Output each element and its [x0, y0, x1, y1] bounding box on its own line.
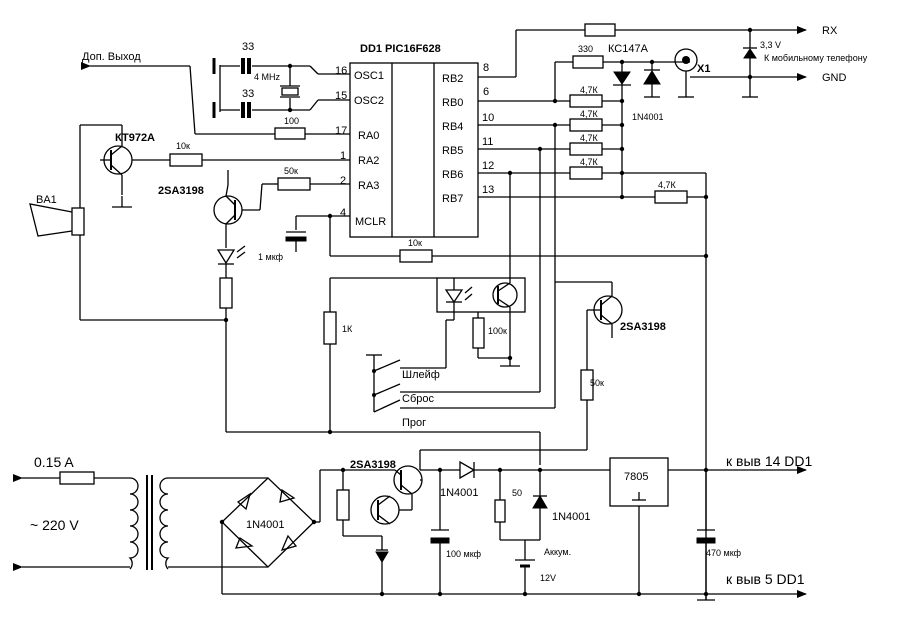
pin-rb4-name: RB4 [442, 121, 463, 133]
pin5-label: к выв 5 DD1 [726, 571, 805, 587]
rx-label: RX [822, 25, 838, 37]
pin-2-num: 2 [340, 175, 346, 187]
pin-osc2-name: OSC2 [354, 95, 384, 107]
mains-voltage-label: ~ 220 V [30, 517, 79, 533]
fuse-current-label: 0.15 A [34, 454, 74, 470]
aux-output-label: Доп. Выход [82, 51, 141, 63]
pin-10-num: 10 [482, 112, 494, 124]
cap-33-label-a: 33 [242, 41, 254, 53]
pin-16-num: 16 [335, 65, 347, 77]
battery-voltage-label: 12V [540, 573, 556, 583]
oscillator-circuit: 33 33 4 MHz [212, 41, 350, 118]
power-control-transistor: 2SA3198 50к [420, 281, 666, 451]
x1-label: X1 [697, 63, 710, 75]
r50-label: 50 [512, 488, 522, 498]
r47k-label-2: 4,7К [580, 109, 599, 119]
r47k-label-1: 4,7К [580, 85, 599, 95]
r50k-label-a: 50к [284, 166, 298, 176]
mclr-circuit: 1 мкф 10к [258, 213, 706, 263]
pin-4-num: 4 [340, 207, 346, 219]
cap-33-label-b: 33 [242, 88, 254, 100]
c470-label: 470 мкф [706, 548, 742, 558]
pin-osc1-name: OSC1 [354, 70, 384, 82]
pin-1-num: 1 [340, 150, 346, 162]
pin-rb2-name: RB2 [442, 73, 463, 85]
cap-1mkf-label: 1 мкф [258, 252, 284, 262]
pin-rb7-name: RB7 [442, 193, 463, 205]
pin-12-num: 12 [482, 160, 494, 172]
r47k-label-3: 4,7К [580, 133, 599, 143]
rb-pins-network: 330 КС147А X1 1N4001 4,7К 4,7К 4,7К 4,7К… [478, 23, 868, 600]
diode-b-label: 1N4001 [552, 511, 591, 523]
battery-label: Аккум. [544, 547, 571, 557]
v33-label: 3,3 V [760, 40, 781, 50]
pin-15-num: 15 [335, 90, 347, 102]
pin-ra0-name: RA0 [358, 130, 379, 142]
pin-ra2-name: RA2 [358, 155, 379, 167]
pin-17-num: 17 [335, 125, 347, 137]
pin14-label: к выв 14 DD1 [726, 453, 813, 469]
input-section: 1К 100к Шлейф Сброс Прог [323, 125, 556, 435]
r330-label: 330 [578, 44, 593, 54]
pin-13-num: 13 [482, 184, 494, 196]
r47k-label-rb7: 4,7К [658, 180, 677, 190]
r100k-label: 100к [488, 326, 507, 336]
pin-rb6-name: RB6 [442, 169, 463, 181]
speaker-ba1-label: BA1 [36, 194, 57, 206]
aux-output-circuit: Доп. Выход 100 [81, 51, 350, 140]
pin-8-num: 8 [483, 62, 489, 74]
pin-6-num: 6 [483, 86, 489, 98]
r100-label: 100 [284, 116, 299, 126]
chip-title: DD1 PIC16F628 [360, 43, 441, 55]
r1k-label: 1К [342, 324, 353, 334]
crystal-label: 4 MHz [254, 72, 281, 82]
2sa3198-label-c: 2SA3198 [620, 321, 666, 333]
pin-ra3-name: RA3 [358, 180, 379, 192]
2sa3198-label-a: 2SA3198 [158, 185, 204, 197]
pin-mclr-name: MCLR [355, 216, 386, 228]
bridge-label: 1N4001 [246, 519, 285, 531]
kt972a-label: КТ972А [115, 132, 155, 144]
pic16f628-chip: DD1 PIC16F628 OSC1 OSC2 RA0 RA2 RA3 MCLR… [335, 43, 494, 238]
2sa3198-label-b: 2SA3198 [350, 459, 396, 471]
switch-reset-label: Сброс [402, 393, 434, 405]
phone-label: К мобильному телефону [764, 53, 868, 63]
zener-kc147a-label: КС147А [608, 43, 649, 55]
speaker-driver: КТ972А 10к BA1 [29, 124, 350, 321]
r10k-label-a: 10к [176, 141, 190, 151]
pin-11-num: 11 [482, 136, 493, 148]
led-driver: 2SA3198 50к [158, 166, 350, 432]
r50k-label-b: 50к [590, 378, 604, 388]
switch-loop-label: Шлейф [402, 369, 440, 381]
pin-rb0-name: RB0 [442, 97, 463, 109]
r47k-label-4: 4,7К [580, 157, 599, 167]
diode-a-label: 1N4001 [440, 487, 479, 499]
switch-prog-label: Прог [402, 417, 426, 429]
gnd-label: GND [822, 72, 847, 84]
power-supply: 0.15 A ~ 220 V 1N4001 2SA3198 1N4001 50 … [13, 431, 813, 601]
diode-1n4001-top-label: 1N4001 [632, 112, 664, 122]
r10k-label-b: 10к [408, 238, 422, 248]
pin-rb5-name: RB5 [442, 145, 463, 157]
c100-label: 100 мкф [446, 549, 482, 559]
regulator-label: 7805 [624, 471, 648, 483]
